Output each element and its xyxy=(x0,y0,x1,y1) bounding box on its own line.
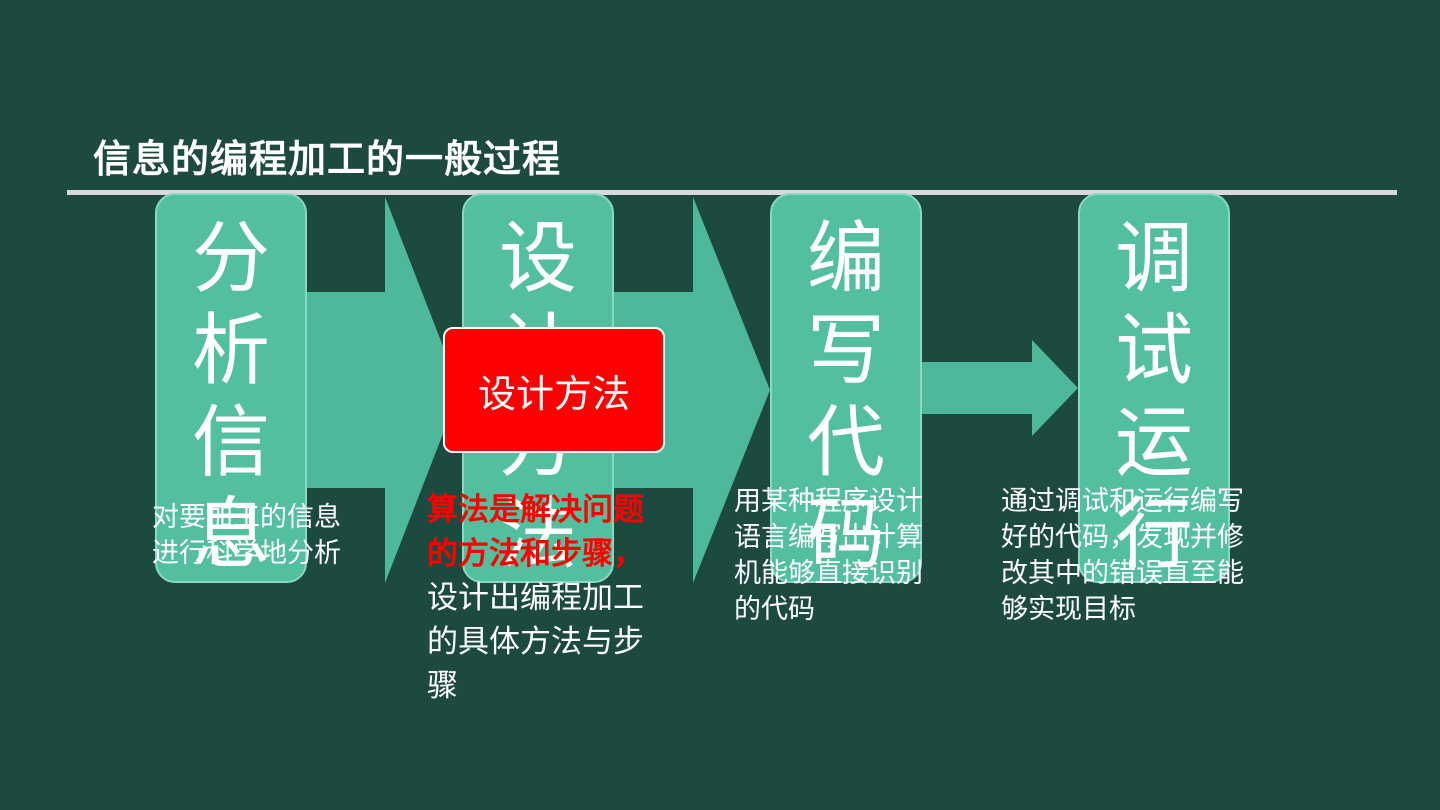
page-title: 信息的编程加工的一般过程 xyxy=(93,137,562,181)
arrow-3 xyxy=(918,340,1078,436)
step-code: 编写代码 xyxy=(770,193,922,583)
title-divider xyxy=(67,190,1397,195)
algorithm-definition: 算法是解决问题的方法和步骤， xyxy=(427,492,644,572)
step-debug-description: 通过调试和运行编写好的代码，发现并修改其中的错误直至能够实现目标 xyxy=(1001,486,1244,625)
arrow-1 xyxy=(300,197,460,583)
step-analyze: 分析信息 xyxy=(155,193,307,583)
step-analyze-label: 分析信息 xyxy=(191,214,270,580)
step-debug-label: 调试运行 xyxy=(1114,214,1193,580)
step-debug: 调试运行 xyxy=(1078,193,1230,583)
step-design-description: 算法是解决问题的方法和步骤，设计出编程加工的具体方法与步骤 xyxy=(427,488,649,708)
step-code-label: 编写代码 xyxy=(806,214,885,580)
design-detail: 设计出编程加工的具体方法与步骤 xyxy=(427,580,644,704)
step-analyze-description: 对要加工的信息进行科学地分析 xyxy=(152,502,341,569)
design-method-callout: 设计方法 xyxy=(443,327,665,453)
arrow-2 xyxy=(608,197,770,583)
step-code-description: 用某种程序设计语言编写出计算机能够直接识别的代码 xyxy=(734,486,923,625)
